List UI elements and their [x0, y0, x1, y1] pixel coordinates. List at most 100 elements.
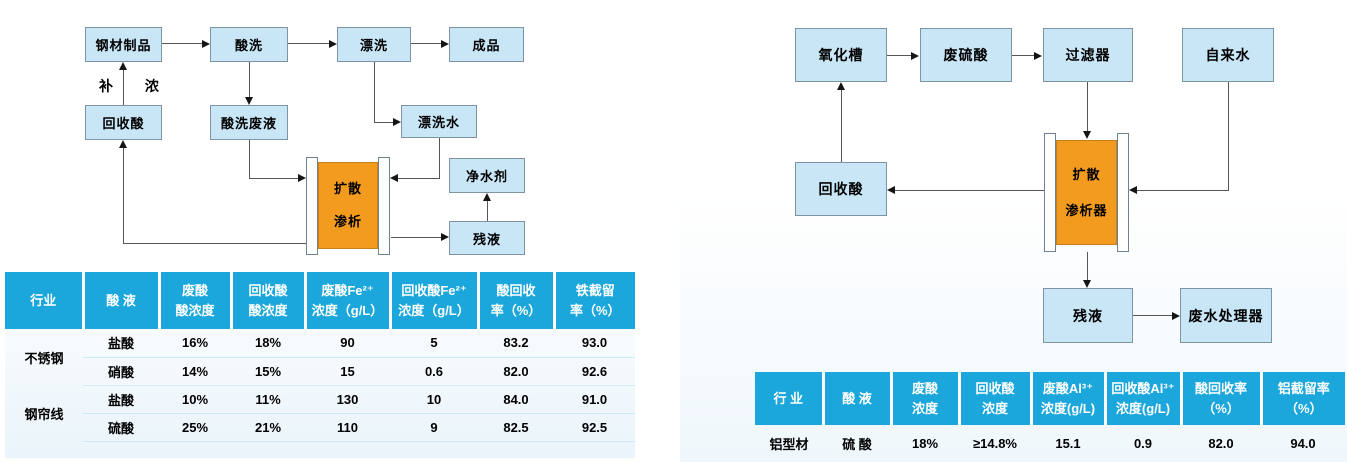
- arrow-waste-to-dialyzer: [298, 174, 306, 182]
- cell: 5: [390, 329, 478, 358]
- line-dialyzer-to-residual: [1087, 252, 1088, 280]
- cell: 9: [390, 413, 478, 442]
- cell: 18%: [231, 329, 305, 358]
- col-acid-recovery-rate: 酸回收 率（%）: [478, 272, 556, 329]
- col-acid: 酸 液: [823, 372, 893, 425]
- line-dialyzer-to-recovered: [895, 190, 1044, 191]
- cell: 15.1: [1055, 436, 1081, 451]
- node-filter: 过滤器: [1043, 28, 1133, 82]
- col-recovered-acid-conc: 回收酸 酸浓度: [231, 272, 307, 329]
- cell: 盐酸: [83, 385, 159, 414]
- arrow-rinsewater-to-dialyzer: [390, 174, 398, 182]
- node-pickling: 酸洗: [210, 27, 288, 62]
- node-diffusion-dialysis: 扩散 渗析: [318, 162, 378, 249]
- line-rinsing-to-rinsewater: [374, 122, 393, 123]
- cell: 14%: [159, 357, 231, 386]
- node-residual-liquid: 残液: [449, 221, 525, 255]
- steel-pickling-panel: 钢材制品 酸洗 漂洗 成品 回收酸 酸洗废液 漂洗水 净水剂 残液 扩散 渗析 …: [5, 27, 635, 458]
- line-residual-to-purifier: [487, 200, 488, 221]
- arrow-dialyzer-to-residual: [1083, 280, 1091, 288]
- arrow-dialyzer-to-recovered: [119, 140, 127, 148]
- cell: ≥14.8%: [973, 436, 1017, 451]
- aluminium-table: 行 业 酸 液 废酸 浓度 回收酸 浓度 废酸Al³⁺ 浓度(g/L) 回收酸A…: [755, 372, 1345, 462]
- arrow-residual-to-wwt: [1172, 312, 1180, 320]
- node-recovered-acid: 回收酸: [795, 162, 887, 216]
- cell: 84.0: [478, 385, 554, 414]
- node-recovered-acid: 回收酸: [85, 105, 162, 140]
- col-waste-al-conc: 废酸Al³⁺ 浓度(g/L): [1031, 372, 1107, 425]
- line-recovered-to-oxidation: [841, 90, 842, 162]
- cell: 83.2: [478, 329, 554, 358]
- line-waste-down: [249, 140, 250, 179]
- table-row: 硫酸 25% 21% 110 9 82.5 92.5: [5, 413, 635, 442]
- aluminium-panel: 氧化槽 废硫酸 过滤器 自来水 回收酸 残液 废水处理器 扩散 渗析器: [680, 0, 1347, 462]
- cell: 90: [305, 329, 390, 358]
- dialyzer-right-membrane: [1117, 133, 1129, 252]
- steel-pickling-table: 行业 酸 液 废酸 酸浓度 回收酸 酸浓度 废酸Fe²⁺ 浓度（g/L） 回收酸…: [5, 272, 635, 442]
- cell: 硫酸: [83, 413, 159, 442]
- line-rinsing-to-finished: [411, 43, 441, 44]
- col-recovered-acid-conc: 回收酸 浓度: [959, 372, 1033, 425]
- arrow-pickling-to-rinsing: [329, 40, 337, 48]
- cell: 盐酸: [83, 329, 159, 358]
- arrow-recovered-to-oxidation: [837, 82, 845, 90]
- line-dialyzer-return-bottom: [123, 243, 308, 244]
- col-waste-acid-conc: 废酸 酸浓度: [159, 272, 233, 329]
- line-pickling-to-waste: [249, 62, 250, 98]
- col-recovered-al-conc: 回收酸Al³⁺ 浓度(g/L): [1105, 372, 1183, 425]
- node-waste-sulfuric-acid: 废硫酸: [920, 28, 1012, 82]
- line-tapwater-to-dialyzer: [1137, 190, 1228, 191]
- col-acid: 酸 液: [83, 272, 161, 329]
- arrow-residual-to-purifier: [483, 193, 491, 201]
- cell: 94.0: [1290, 436, 1316, 451]
- industry-cell: 不锈钢: [24, 350, 64, 366]
- arrow-recovered-to-steel: [119, 62, 127, 70]
- cell: 110: [305, 413, 390, 442]
- arrow-dialyzer-to-residual: [441, 233, 449, 241]
- arrow-dialyzer-to-recovered: [887, 186, 895, 194]
- col-al-rejection-rate: 铝截留率 （%）: [1261, 372, 1345, 425]
- node-tap-water: 自来水: [1182, 28, 1274, 82]
- col-industry: 行业: [5, 272, 85, 329]
- cell: 铝型材: [769, 437, 809, 452]
- col-industry: 行 业: [755, 372, 825, 425]
- node-pickling-waste: 酸洗废液: [210, 105, 288, 140]
- cell: 0.9: [1133, 436, 1153, 451]
- arrow-rinsing-to-finished: [441, 40, 449, 48]
- node-water-purifier: 净水剂: [449, 158, 525, 193]
- cell: 21%: [231, 413, 305, 442]
- line-recovered-to-steel: [123, 69, 124, 105]
- line-filter-to-dialyzer: [1087, 82, 1088, 132]
- node-diffusion-dialyzer: 扩散 渗析器: [1056, 140, 1117, 245]
- arrow-filter-to-dialyzer: [1083, 131, 1091, 139]
- arrow-tapwater-to-dialyzer: [1129, 186, 1137, 194]
- line-steel-to-pickling: [162, 43, 202, 44]
- dialyzer-left-membrane: [306, 157, 318, 255]
- cell: 11%: [231, 385, 305, 414]
- line-dialyzer-return-up: [123, 147, 124, 244]
- left-table-header-row: 行业 酸 液 废酸 酸浓度 回收酸 酸浓度 废酸Fe²⁺ 浓度（g/L） 回收酸…: [5, 272, 635, 329]
- cell: 10%: [159, 385, 231, 414]
- node-wastewater-processor: 废水处理器: [1180, 288, 1272, 343]
- cell: 硫 酸: [842, 437, 872, 452]
- line-rinsewater-down: [439, 138, 440, 179]
- cell: 10: [390, 385, 478, 414]
- col-iron-rejection-rate: 铁截留 率（%）: [554, 272, 635, 329]
- cell: 15: [305, 357, 390, 386]
- table-row: 钢帘线 盐酸 10% 11% 130 10 84.0 91.0: [5, 385, 635, 422]
- node-steel-products: 钢材制品: [85, 27, 162, 62]
- cell: 15%: [231, 357, 305, 386]
- line-oxidation-to-wastesulfuric: [887, 55, 911, 56]
- cell: 92.5: [554, 413, 635, 442]
- cell: 82.0: [478, 357, 554, 386]
- cell: 92.6: [554, 357, 635, 386]
- cell: 16%: [159, 329, 231, 358]
- line-pickling-to-rinsing: [288, 43, 329, 44]
- table-row: 铝型材 硫 酸 18% ≥14.8% 15.1 0.9 82.0 94.0: [755, 425, 1345, 462]
- node-rinse-water: 漂洗水: [401, 105, 477, 138]
- line-rinsewater-to-dialyzer: [398, 178, 439, 179]
- arrow-oxidation-to-wastesulfuric: [911, 52, 919, 60]
- col-acid-recovery-rate: 酸回收率 （%）: [1181, 372, 1263, 425]
- col-recovered-fe-conc: 回收酸Fe²⁺ 浓度（g/L）: [390, 272, 480, 329]
